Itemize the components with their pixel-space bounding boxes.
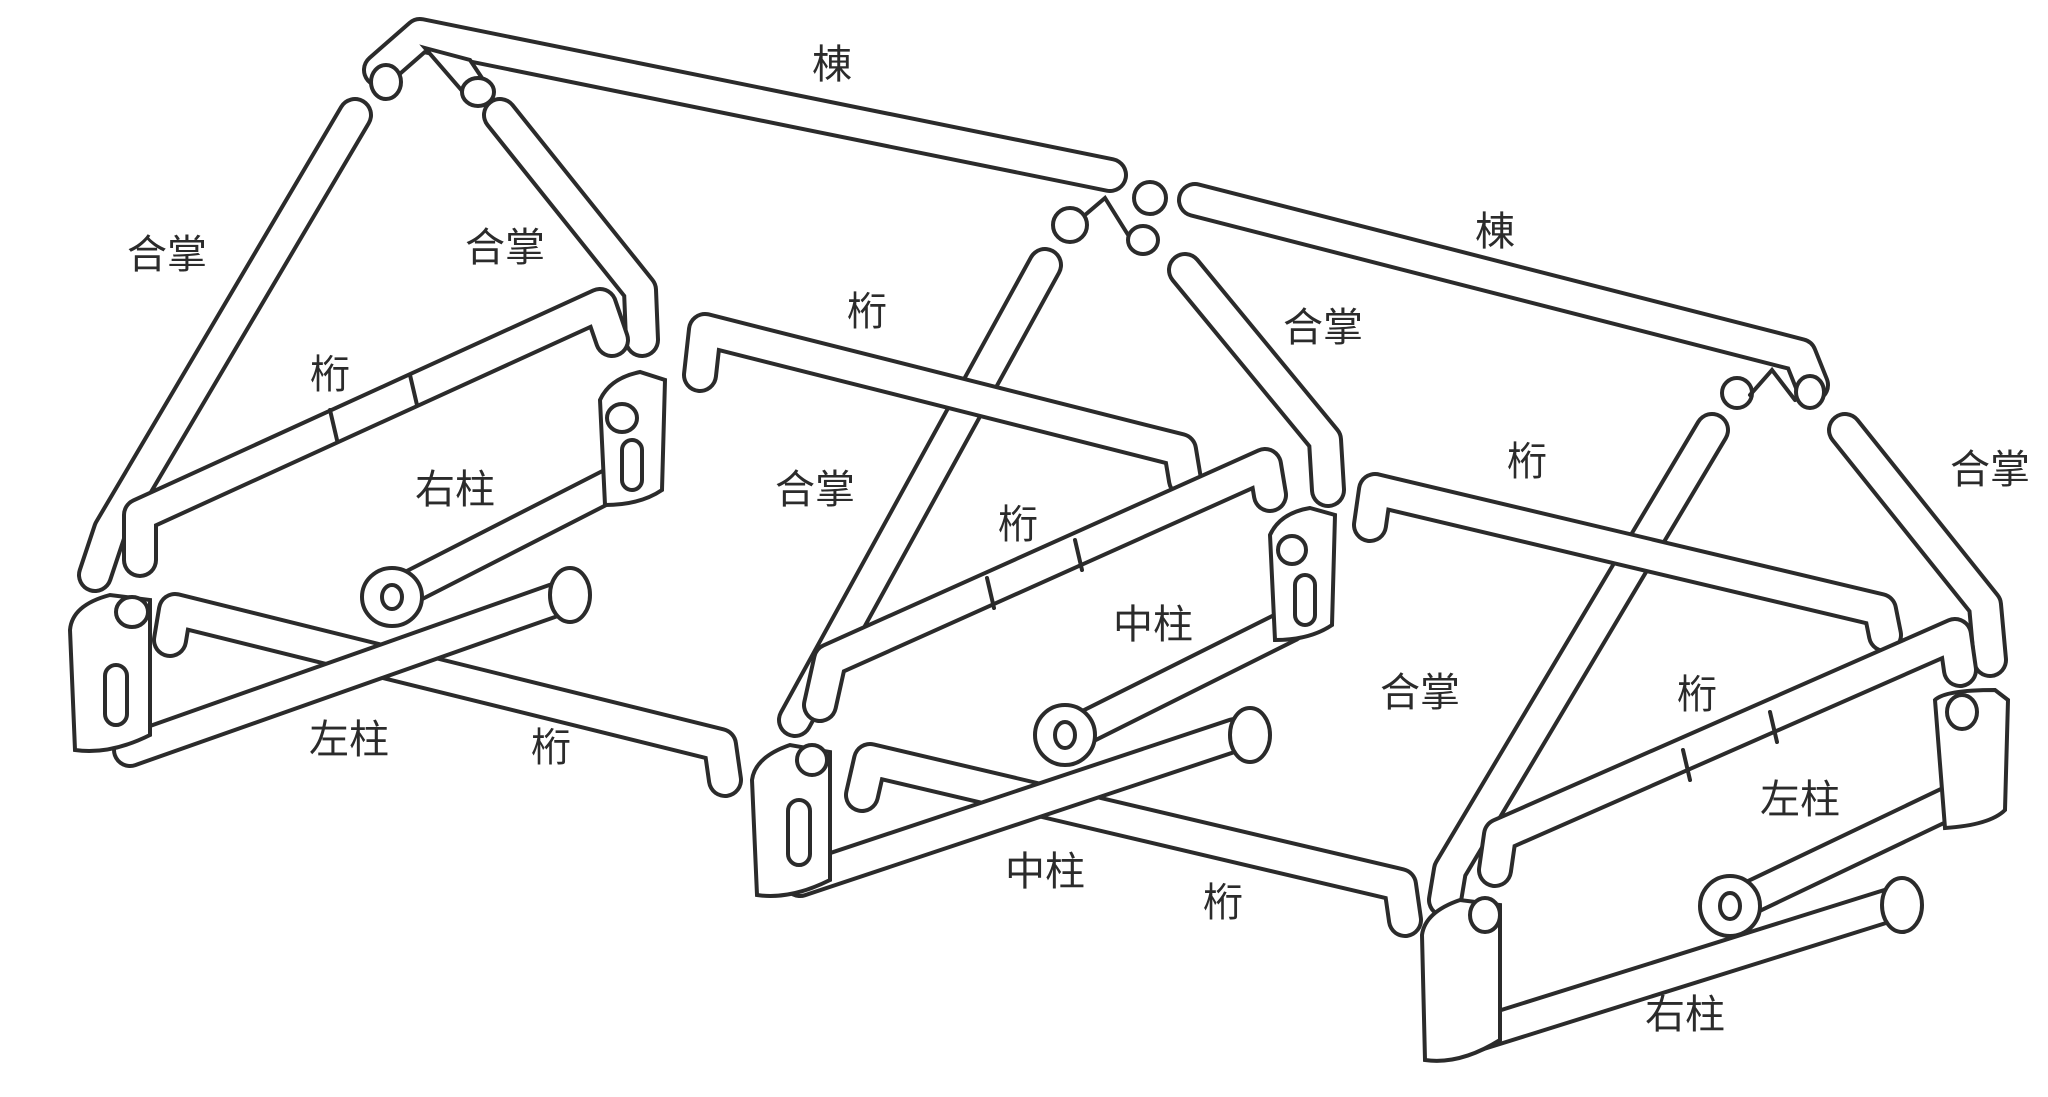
- post-bar-middle-2: [782, 706, 1272, 898]
- label-gassho: 合掌: [1380, 670, 1460, 716]
- label-middle-post: 中柱: [1113, 602, 1193, 648]
- label-girder: 桁: [847, 289, 887, 335]
- label-ridge: 棟: [1475, 209, 1515, 255]
- gassho-rafter: [77, 97, 373, 593]
- label-ridge: 棟: [812, 42, 852, 88]
- ridge-joint-left: [369, 44, 496, 108]
- girder: [844, 742, 1423, 938]
- gassho-rafter: [1167, 252, 1346, 508]
- gassho-rafter: [1827, 412, 2008, 678]
- post-block: [1267, 505, 1338, 643]
- post-block: [597, 369, 668, 508]
- girder: [1477, 617, 1978, 888]
- post-bar-middle-1: [1033, 607, 1308, 767]
- ridge-joint-right: [1720, 366, 1826, 410]
- girder: [682, 312, 1203, 498]
- gassho-rafter: [482, 97, 660, 358]
- label-girder: 桁: [1203, 880, 1243, 926]
- post-bar-right-1: [360, 462, 638, 628]
- girder: [802, 447, 1288, 723]
- label-girder: 桁: [998, 502, 1038, 548]
- label-girder: 桁: [1677, 672, 1717, 718]
- gassho-rafter: [1427, 412, 1730, 918]
- girder: [152, 592, 743, 798]
- post-block: [1419, 896, 1502, 1063]
- post-block: [749, 742, 832, 898]
- girder: [1352, 472, 1903, 653]
- post-bar-left-1: [112, 566, 592, 768]
- label-girder: 桁: [1507, 439, 1547, 485]
- label-right-post: 右柱: [415, 467, 495, 513]
- label-gassho: 合掌: [775, 467, 855, 513]
- label-girder: 桁: [531, 725, 571, 771]
- label-gassho: 合掌: [465, 225, 545, 271]
- label-right-post: 右柱: [1645, 992, 1725, 1038]
- post-bar-right-2: [1457, 876, 1924, 1053]
- label-gassho: 合掌: [127, 232, 207, 278]
- label-girder: 桁: [310, 352, 350, 398]
- label-left-post: 左柱: [309, 717, 389, 763]
- post-block: [1932, 687, 2011, 831]
- label-left-post: 左柱: [1760, 777, 1840, 823]
- label-gassho: 合掌: [1283, 305, 1363, 351]
- post-bar-left-2: [1698, 782, 1973, 938]
- ridge-beam-1: [362, 17, 1128, 193]
- label-gassho: 合掌: [1950, 447, 2030, 493]
- girder: [122, 287, 630, 578]
- label-middle-post: 中柱: [1005, 849, 1085, 895]
- post-block: [67, 592, 152, 753]
- ridge-joint-middle: [1051, 180, 1168, 256]
